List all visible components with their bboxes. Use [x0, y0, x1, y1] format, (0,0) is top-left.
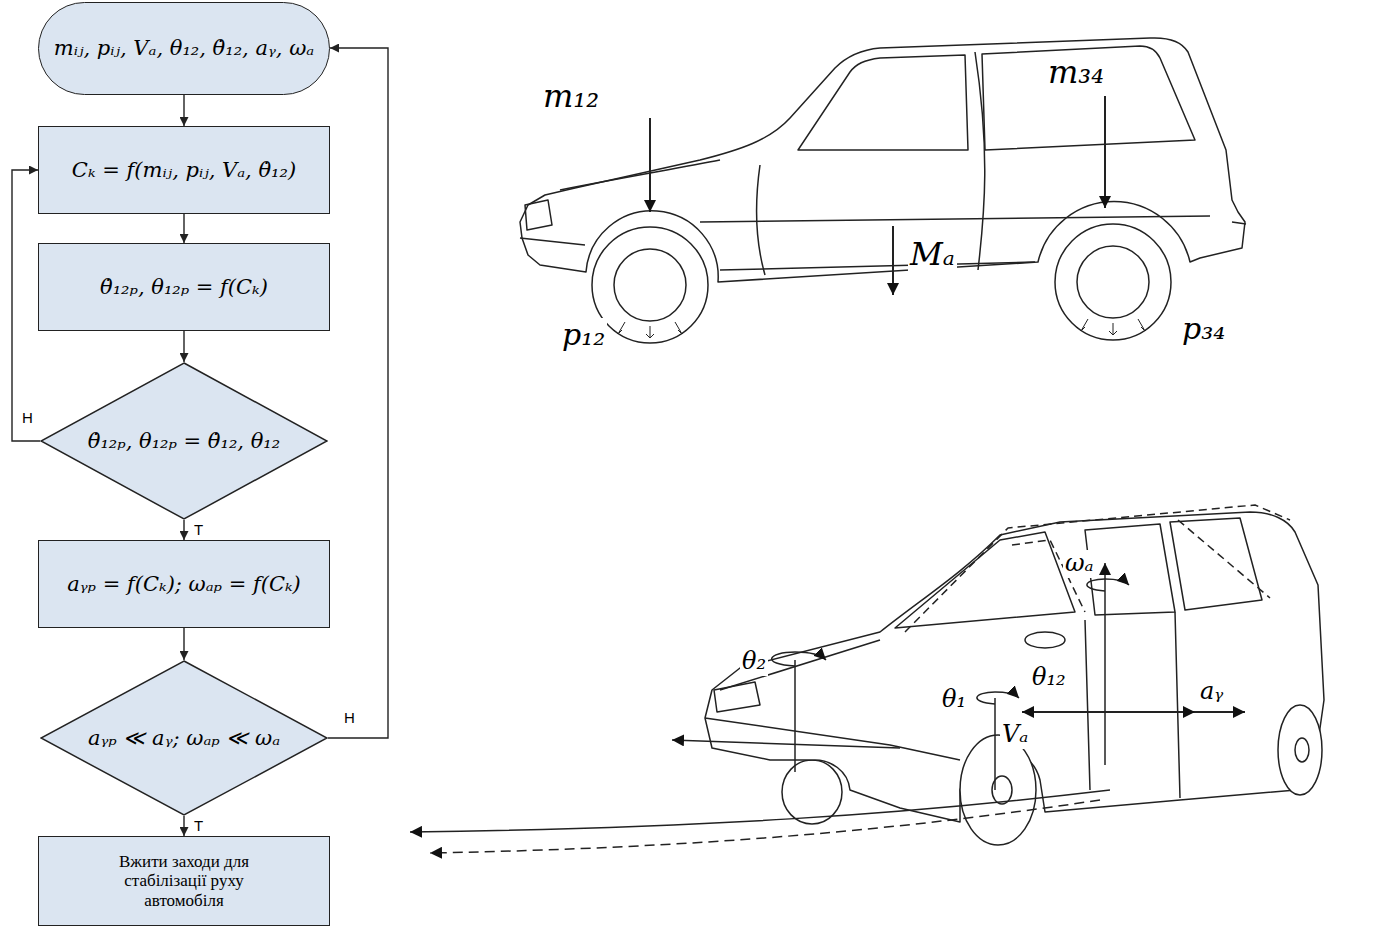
- flow-connector: [183, 95, 184, 127]
- quantity-label: m₃₄: [1046, 54, 1106, 91]
- heading-arrow: [672, 740, 900, 748]
- load-arrow: [892, 226, 894, 295]
- wheel: [1055, 224, 1171, 340]
- flow-connector: [328, 48, 388, 738]
- node-text-group: aᵧₚ = f(Cₖ); ωₐₚ = f(Cₖ): [67, 571, 301, 597]
- diamond-outline: [40, 660, 328, 816]
- decision-diamond: aᵧₚ ≪ aᵧ; ωₐₚ ≪ ωₐ: [40, 660, 328, 816]
- rotation-arrow: [977, 692, 1019, 704]
- node-text-group: Вжити заходи для стабілізації руху автом…: [97, 852, 272, 911]
- quantity-label: ωₐ: [1063, 550, 1096, 578]
- wheel: [1278, 705, 1322, 795]
- flow-connector: [183, 816, 184, 836]
- node-text-group: mᵢⱼ, pᵢⱼ, Vₐ, θ₁₂, θ̇₁₂, aᵧ, ωₐ: [54, 35, 314, 61]
- wheel-rim: [614, 249, 686, 321]
- node-text: mᵢⱼ, pᵢⱼ, Vₐ, θ₁₂, θ̇₁₂, aᵧ, ωₐ: [54, 35, 314, 61]
- lateral-acceleration-arrow: [1105, 711, 1195, 713]
- node-text: Вжити заходи для стабілізації руху автом…: [97, 852, 272, 911]
- process-box: Cₖ = f(mᵢⱼ, pᵢⱼ, Vₐ, θ̇₁₂): [38, 126, 330, 214]
- diamond-outline: [40, 362, 328, 520]
- tire-pressure-arrows: [614, 322, 686, 338]
- car-door-line: [757, 165, 765, 275]
- car-door-line: [975, 52, 985, 270]
- displaced-outline: [905, 505, 1290, 632]
- branch-label: Н: [342, 710, 357, 727]
- car-window: [798, 55, 968, 150]
- quantity-label: θ₁₂: [1030, 664, 1068, 692]
- steering-wheel: [1025, 632, 1065, 648]
- flow-connector: [183, 214, 184, 243]
- load-arrow: [1104, 96, 1106, 208]
- node-text: aᵧₚ ≪ aᵧ; ωₐₚ ≪ ωₐ: [88, 725, 280, 751]
- start-terminator: mᵢⱼ, pᵢⱼ, Vₐ, θ₁₂, θ̇₁₂, aᵧ, ωₐ: [38, 2, 330, 95]
- car-bumper: [705, 718, 960, 760]
- car-hood-line: [560, 160, 720, 190]
- car-door-line: [1085, 612, 1180, 798]
- flow-connector: [183, 628, 184, 660]
- diamond-shape: [41, 661, 327, 815]
- quantity-label: aᵧ: [1198, 678, 1225, 706]
- quantity-label: θ₁: [940, 686, 968, 714]
- node-text-group: aᵧₚ ≪ aᵧ; ωₐₚ ≪ ωₐ: [88, 725, 280, 751]
- quantity-label: p₁₂: [560, 318, 607, 353]
- node-text-group: θ̇₁₂ₚ, θ₁₂ₚ = f(Cₖ): [100, 274, 268, 300]
- flow-connector: [183, 331, 184, 362]
- branch-label: Н: [20, 410, 35, 427]
- action-box: Вжити заходи для стабілізації руху автом…: [38, 836, 330, 926]
- decision-diamond: θ̇₁₂ₚ, θ₁₂ₚ = θ̇₁₂, θ₁₂: [40, 362, 328, 520]
- rotation-axis: [994, 698, 996, 790]
- car-window: [895, 532, 1075, 628]
- quantity-label: Mₐ: [908, 236, 957, 273]
- flow-connector: [183, 520, 184, 540]
- process-box: θ̇₁₂ₚ, θ₁₂ₚ = f(Cₖ): [38, 243, 330, 331]
- process-box: aᵧₚ = f(Cₖ); ωₐₚ = f(Cₖ): [38, 540, 330, 628]
- node-text: aᵧₚ = f(Cₖ); ωₐₚ = f(Cₖ): [67, 571, 301, 597]
- quantity-label: p₃₄: [1180, 312, 1227, 347]
- wheel-hub: [1295, 738, 1309, 762]
- node-text: Cₖ = f(mᵢⱼ, pᵢⱼ, Vₐ, θ̇₁₂): [72, 157, 296, 183]
- yaw-axis: [1104, 563, 1106, 765]
- lateral-acceleration-arrow: [1195, 711, 1245, 713]
- wheel: [960, 735, 1036, 845]
- quantity-label: m₁₂: [541, 78, 601, 115]
- car-headlight: [525, 200, 552, 230]
- car-molding: [700, 216, 1210, 222]
- flow-connector: [12, 170, 40, 441]
- car-sill: [720, 262, 1035, 270]
- trajectory-displaced: [430, 800, 1100, 853]
- load-arrow: [649, 118, 651, 212]
- rotation-arrow: [1087, 579, 1129, 591]
- rotation-arrow: [772, 652, 826, 666]
- velocity-arrow: [1022, 711, 1105, 713]
- car-hood-line: [720, 640, 880, 690]
- node-text-group: Cₖ = f(mᵢⱼ, pᵢⱼ, Vₐ, θ̇₁₂): [72, 157, 296, 183]
- node-text: θ̇₁₂ₚ, θ₁₂ₚ = θ̇₁₂, θ₁₂: [88, 428, 280, 454]
- car-window: [1170, 518, 1262, 610]
- tire-pressure-arrows: [1077, 319, 1149, 335]
- quantity-label: Vₐ: [1000, 721, 1030, 749]
- node-text-group: θ̇₁₂ₚ, θ₁₂ₚ = θ̇₁₂, θ₁₂: [88, 428, 280, 454]
- car-window: [982, 46, 1195, 150]
- wheel: [592, 227, 708, 343]
- car-window: [1085, 524, 1175, 615]
- branch-label: Т: [192, 818, 205, 835]
- car-headlight: [714, 682, 760, 712]
- wheel: [782, 760, 842, 824]
- quantity-label: θ₂: [740, 648, 768, 676]
- diamond-shape: [41, 363, 327, 519]
- trajectory: [410, 790, 1110, 832]
- wheel-rim: [1077, 246, 1149, 318]
- node-text: θ̇₁₂ₚ, θ₁₂ₚ = f(Cₖ): [100, 274, 268, 300]
- rotation-axis: [794, 660, 796, 772]
- branch-label: Т: [192, 522, 205, 539]
